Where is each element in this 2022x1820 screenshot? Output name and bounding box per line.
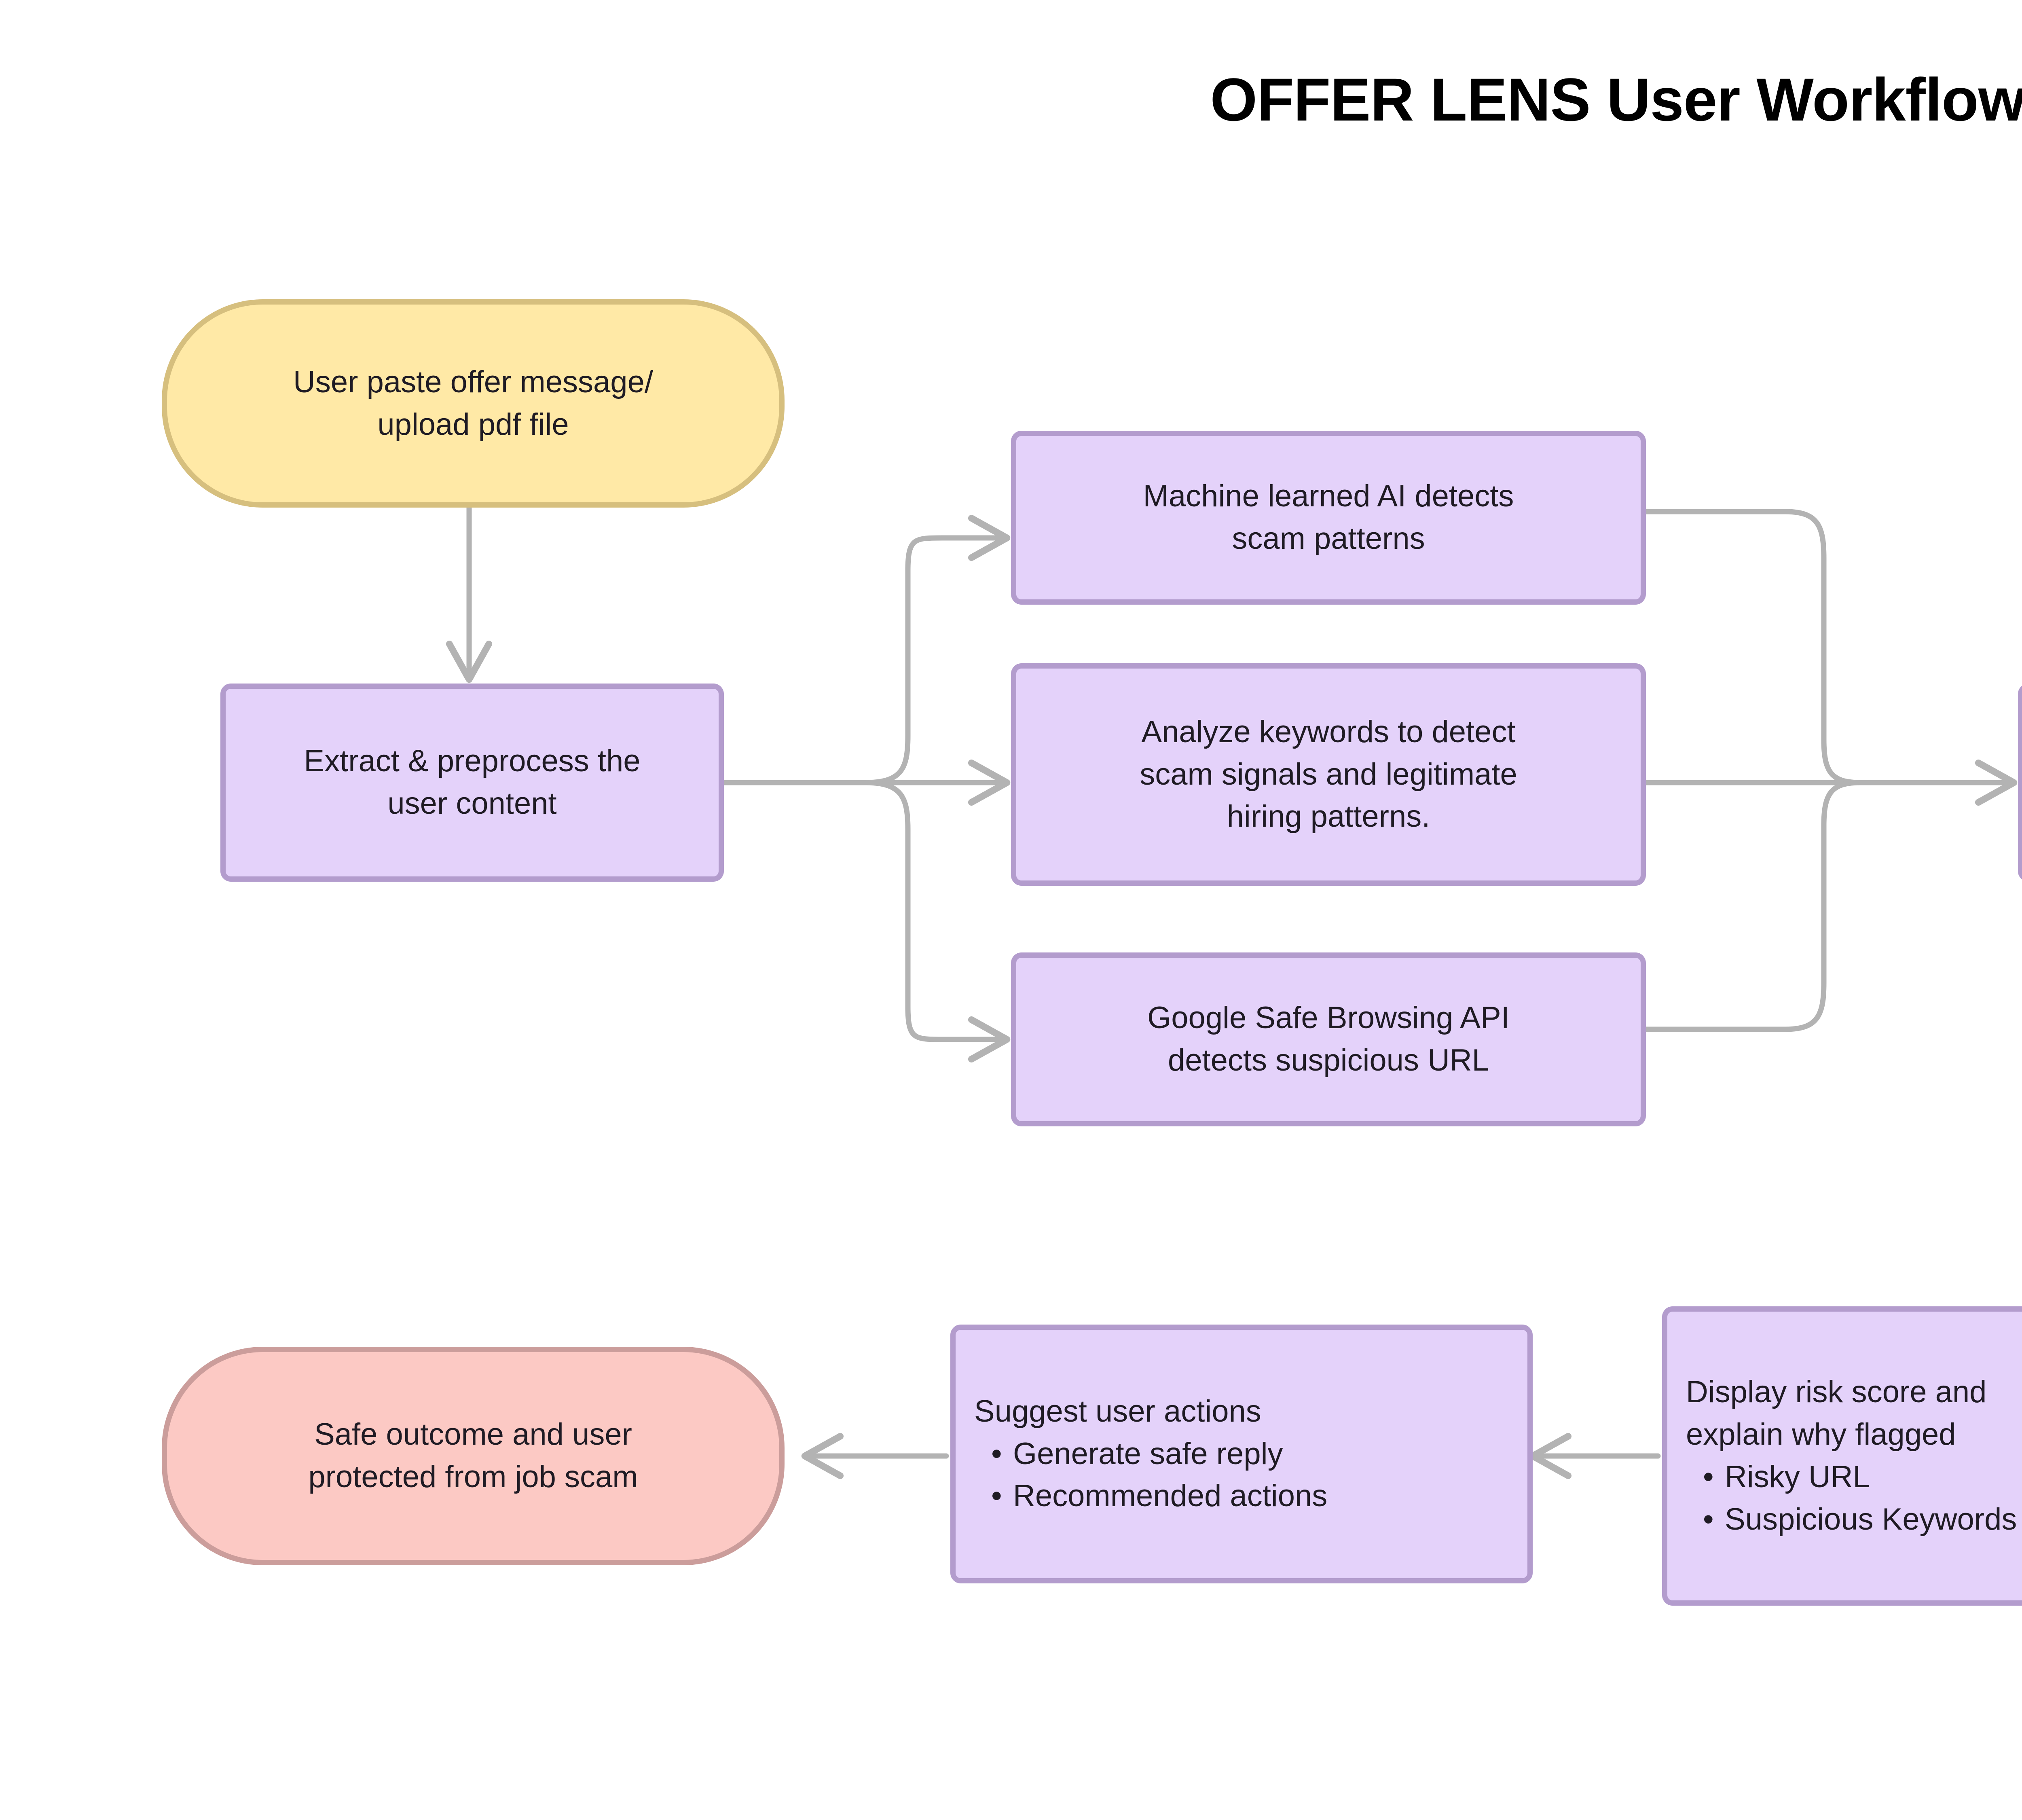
page-title: OFFER LENS User Workflow xyxy=(1210,66,2022,133)
edge-extract-ml xyxy=(863,514,1011,785)
node-ml-label: Machine learned AI detects scam patterns xyxy=(1143,479,1514,556)
node-suggest-label: Suggest user actions Generate safe reply… xyxy=(974,1390,1509,1518)
edge-extract-safebrowsing xyxy=(863,780,1011,1063)
node-display-risk-score[interactable]: Display risk score and explain why flagg… xyxy=(1662,1306,2022,1606)
node-google-safe-browsing[interactable]: Google Safe Browsing API detects suspici… xyxy=(1011,952,1646,1126)
node-safe-outcome[interactable]: Safe outcome and user protected from job… xyxy=(162,1347,785,1565)
node-start[interactable]: User paste offer message/ upload pdf fil… xyxy=(162,299,785,508)
node-keywords-label: Analyze keywords to detect scam signals … xyxy=(1140,714,1517,834)
node-analyze-keywords[interactable]: Analyze keywords to detect scam signals … xyxy=(1011,663,1646,886)
node-display-label: Display risk score and explain why flagg… xyxy=(1686,1371,2022,1541)
node-ml-detect[interactable]: Machine learned AI detects scam patterns xyxy=(1011,431,1646,605)
node-extract-preprocess[interactable]: Extract & preprocess the user content xyxy=(220,684,724,882)
node-outcome-label: Safe outcome and user protected from job… xyxy=(308,1417,638,1494)
node-safebrowsing-label: Google Safe Browsing API detects suspici… xyxy=(1147,1001,1510,1077)
node-display-bullets: Risky URL Suspicious Keywords xyxy=(1686,1456,2022,1541)
node-suggest-bullets: Generate safe reply Recommended actions xyxy=(974,1433,1509,1518)
edge-ml-calculate xyxy=(1643,509,1863,785)
node-extract-label: Extract & preprocess the user content xyxy=(304,744,641,821)
list-item: Generate safe reply xyxy=(974,1433,1509,1475)
list-item: Recommended actions xyxy=(974,1475,1509,1517)
list-item: Risky URL xyxy=(1686,1456,2022,1498)
node-calculate-risk-score[interactable]: Calculate risk score (0 - 100) xyxy=(2018,684,2022,882)
node-start-label: User paste offer message/ upload pdf fil… xyxy=(293,364,653,442)
edge-safebrowsing-calculate xyxy=(1643,780,1863,1032)
list-item: Suspicious Keywords xyxy=(1686,1498,2022,1541)
node-suggest-user-actions[interactable]: Suggest user actions Generate safe reply… xyxy=(950,1325,1533,1583)
